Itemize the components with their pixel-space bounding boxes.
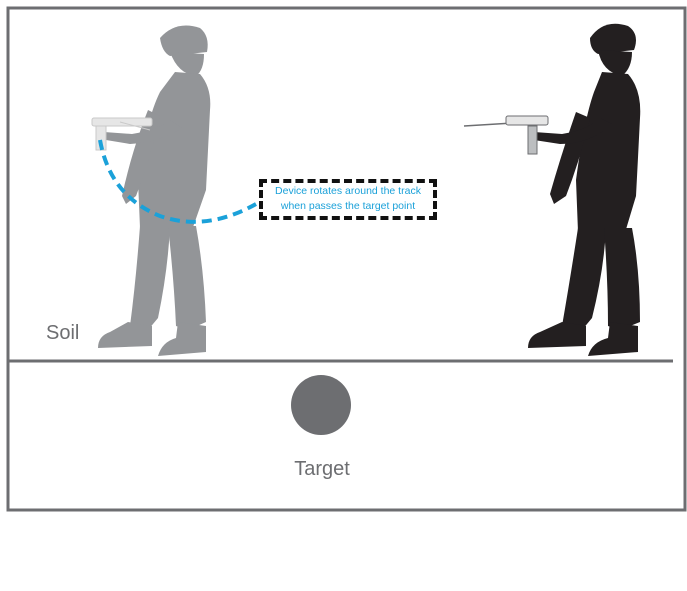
target-label: Target (294, 458, 350, 480)
soil-label: Soil (46, 322, 80, 344)
annotation-line-2: when passes the target point (280, 200, 416, 212)
diagram-frame (6, 6, 687, 512)
person-figure (528, 23, 641, 356)
ghost-detector-device (91, 117, 153, 151)
annotation-box: Device rotates around the track when pas… (259, 179, 437, 220)
ghost-person-figure (98, 25, 211, 356)
rotation-arc (98, 139, 257, 224)
annotation-line-1: Device rotates around the track (275, 185, 421, 197)
detector-device (463, 115, 549, 155)
target-circle (291, 375, 351, 435)
